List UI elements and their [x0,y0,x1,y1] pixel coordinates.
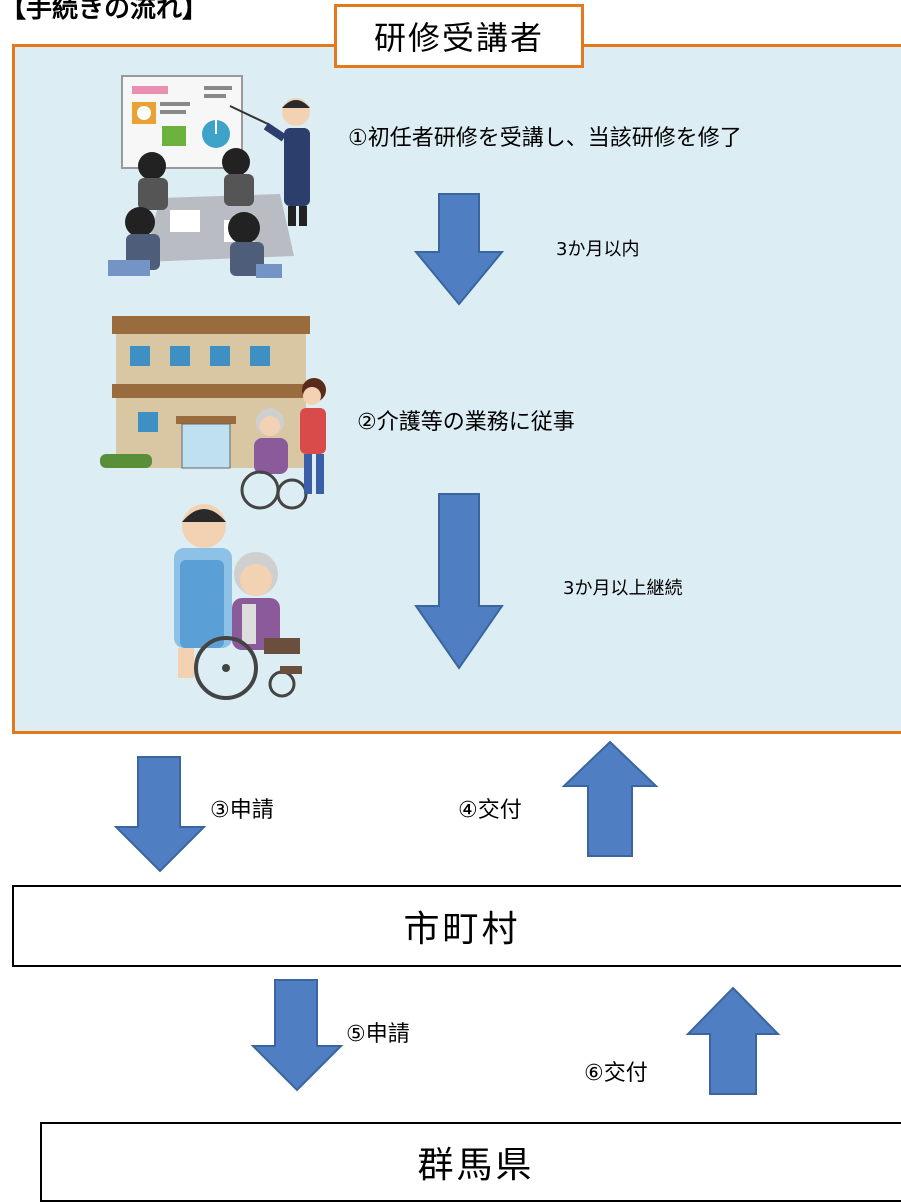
panel-title: 研修受講者 [334,4,584,68]
up-arrow-icon [561,740,659,857]
issue-from-prefecture-label: ⑥交付 [584,1061,648,1086]
training-seminar-illustration [108,75,310,278]
apply-to-prefecture-label: ⑤申請 [346,1022,410,1047]
header-fragment: 【手続きの流れ】 [0,0,209,24]
down-arrow-icon [113,756,207,873]
down-arrow-icon [414,493,504,670]
prefecture-box: 群馬県 [40,1122,901,1202]
apply-to-municipality-label: ③申請 [210,798,274,823]
duration-over-3-months: 3か月以上継続 [563,578,683,599]
wheelchair-care-illustration [174,504,302,700]
duration-within-3-months: 3か月以内 [556,239,640,260]
up-arrow-icon [685,986,781,1095]
care-facility-building-illustration [100,316,326,510]
issue-from-municipality-label: ④交付 [458,798,522,823]
down-arrow-icon [250,979,344,1092]
down-arrow-icon [413,193,505,306]
step-2-text: ②介護等の業務に従事 [357,410,575,435]
municipality-box: 市町村 [12,885,901,967]
step-1-text: ①初任者研修を受講し、当該研修を修了 [348,126,742,151]
